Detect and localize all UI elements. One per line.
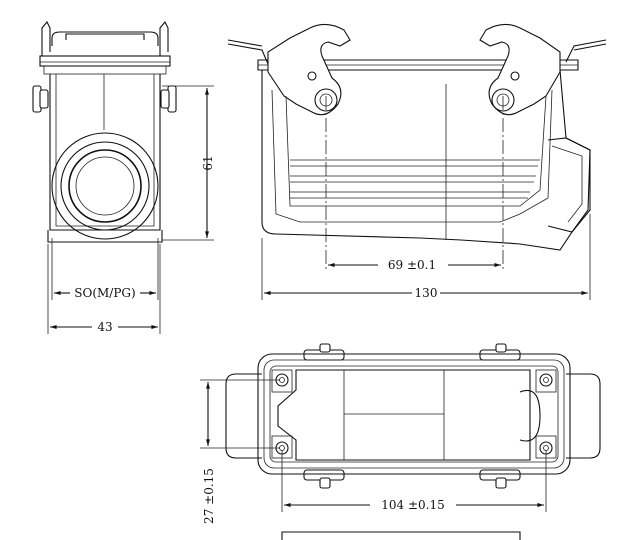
- side-top-clips: [41, 21, 169, 58]
- right-lock-plate: [479, 23, 561, 116]
- bottom-reference-frame: [281, 531, 521, 540]
- side-view: 61 SO(M/PG) 43: [32, 21, 215, 334]
- dim-mount-width: 27 ±0.15: [202, 468, 216, 524]
- left-lock-plate: [267, 23, 351, 116]
- front-top-band: [257, 59, 579, 71]
- left-wire-lever: [227, 39, 269, 65]
- side-top-cap: [51, 31, 159, 46]
- housing-ribs: [290, 159, 540, 199]
- dim-side-height: 61: [201, 155, 215, 170]
- top-view: 27 ±0.15 104 ±0.15: [200, 343, 601, 540]
- dim-overall-length: 130: [415, 286, 438, 300]
- front-housing: [261, 69, 591, 251]
- front-view: 69 ±0.1 130: [227, 23, 607, 300]
- side-skirt: [47, 230, 163, 243]
- top-inner-opening: [277, 369, 531, 461]
- cable-gland-inner: [68, 149, 142, 223]
- dim-pin-spacing: 69 ±0.1: [388, 258, 436, 272]
- dim-side-width: 43: [97, 320, 112, 334]
- dim-mount-length: 104 ±0.15: [381, 498, 445, 512]
- cable-gland-outer: [51, 132, 159, 240]
- side-cap-ridge: [65, 33, 145, 40]
- top-cable-entry: [519, 389, 541, 442]
- top-outer-frame: [257, 353, 571, 475]
- side-lever-band: [39, 55, 171, 67]
- dim-cable-entry: SO(M/PG): [74, 286, 135, 300]
- right-wire-lever: [565, 39, 607, 63]
- top-right-lug: [566, 373, 601, 459]
- front-cable-nozzle: [547, 137, 591, 233]
- top-left-lug: [225, 373, 262, 459]
